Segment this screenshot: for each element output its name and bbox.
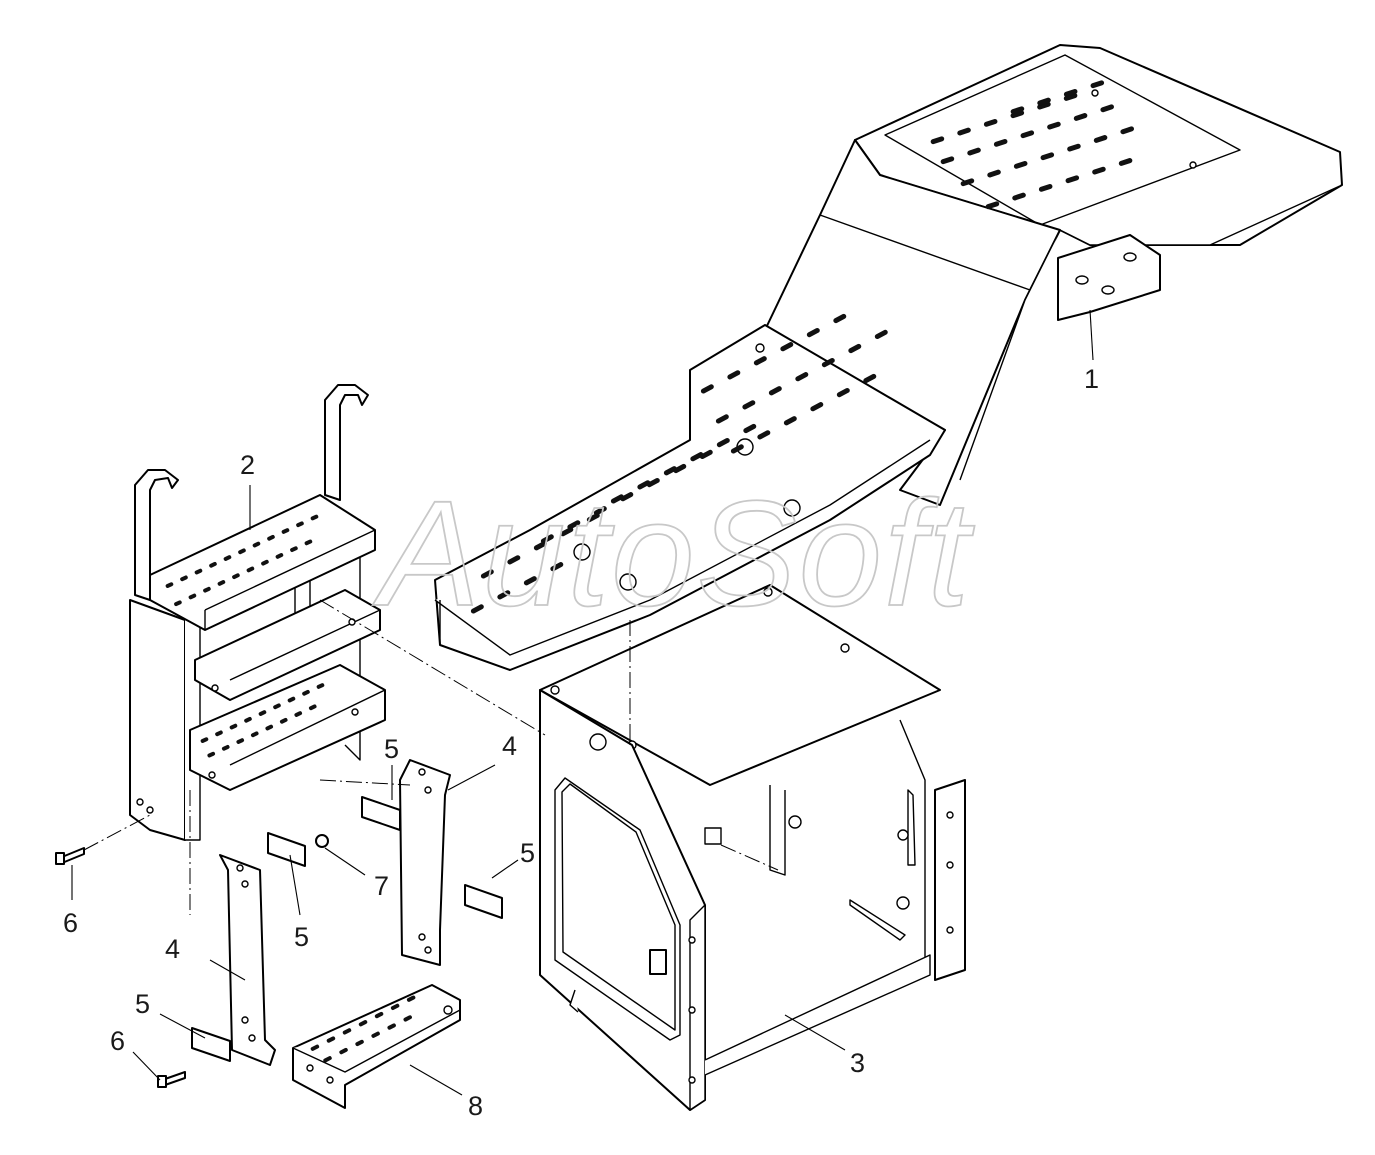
fender-slope (764, 139, 1061, 506)
callout-4-right: 4 (502, 731, 517, 761)
callout-5-upper: 5 (384, 734, 399, 764)
callout-5-lower: 5 (135, 989, 150, 1019)
mounting-bracket (1057, 234, 1161, 321)
battery-box-part-3 (539, 584, 966, 1111)
fender-platform-part-1 (434, 44, 1343, 671)
deck-slots (470, 313, 888, 614)
step-tray-part-8 (292, 984, 461, 1109)
shim-part-5-a (361, 796, 401, 831)
callout-1: 1 (1084, 364, 1099, 394)
callout-8: 8 (468, 1091, 483, 1121)
callout-4-left: 4 (165, 934, 180, 964)
ladder-side-plate (129, 599, 186, 841)
box-top-cover (539, 584, 941, 786)
step-ladder-part-2 (129, 384, 386, 841)
callout-3: 3 (850, 1048, 865, 1078)
watermark: AutoSoft (372, 469, 975, 637)
middle-tray (194, 589, 381, 701)
callout-labels: 1 2 3 4 4 5 5 5 5 6 6 7 8 (63, 364, 1099, 1121)
lower-tread (189, 664, 386, 791)
assembly-axis-lines (83, 599, 779, 915)
nut-part-7 (315, 834, 329, 848)
bolt-part-6-b (157, 1071, 186, 1088)
door-latch (649, 949, 667, 975)
shim-part-5-c (464, 884, 503, 919)
top-plate-slots (930, 80, 1134, 210)
box-right-flange (934, 779, 966, 981)
shim-part-5-b (267, 832, 306, 867)
callout-2: 2 (240, 450, 255, 480)
bolt-part-6-a (55, 847, 85, 865)
bracket-part-4-left (219, 854, 276, 1066)
shim-part-5-d (191, 1027, 231, 1062)
callout-6-upper: 6 (63, 908, 78, 938)
callout-5-middle: 5 (294, 922, 309, 952)
right-handle (324, 384, 369, 501)
left-handle (134, 469, 179, 601)
callout-leaders (71, 309, 1094, 1096)
callout-5-right: 5 (520, 838, 535, 868)
callout-7: 7 (374, 871, 389, 901)
callout-6-lower: 6 (110, 1026, 125, 1056)
